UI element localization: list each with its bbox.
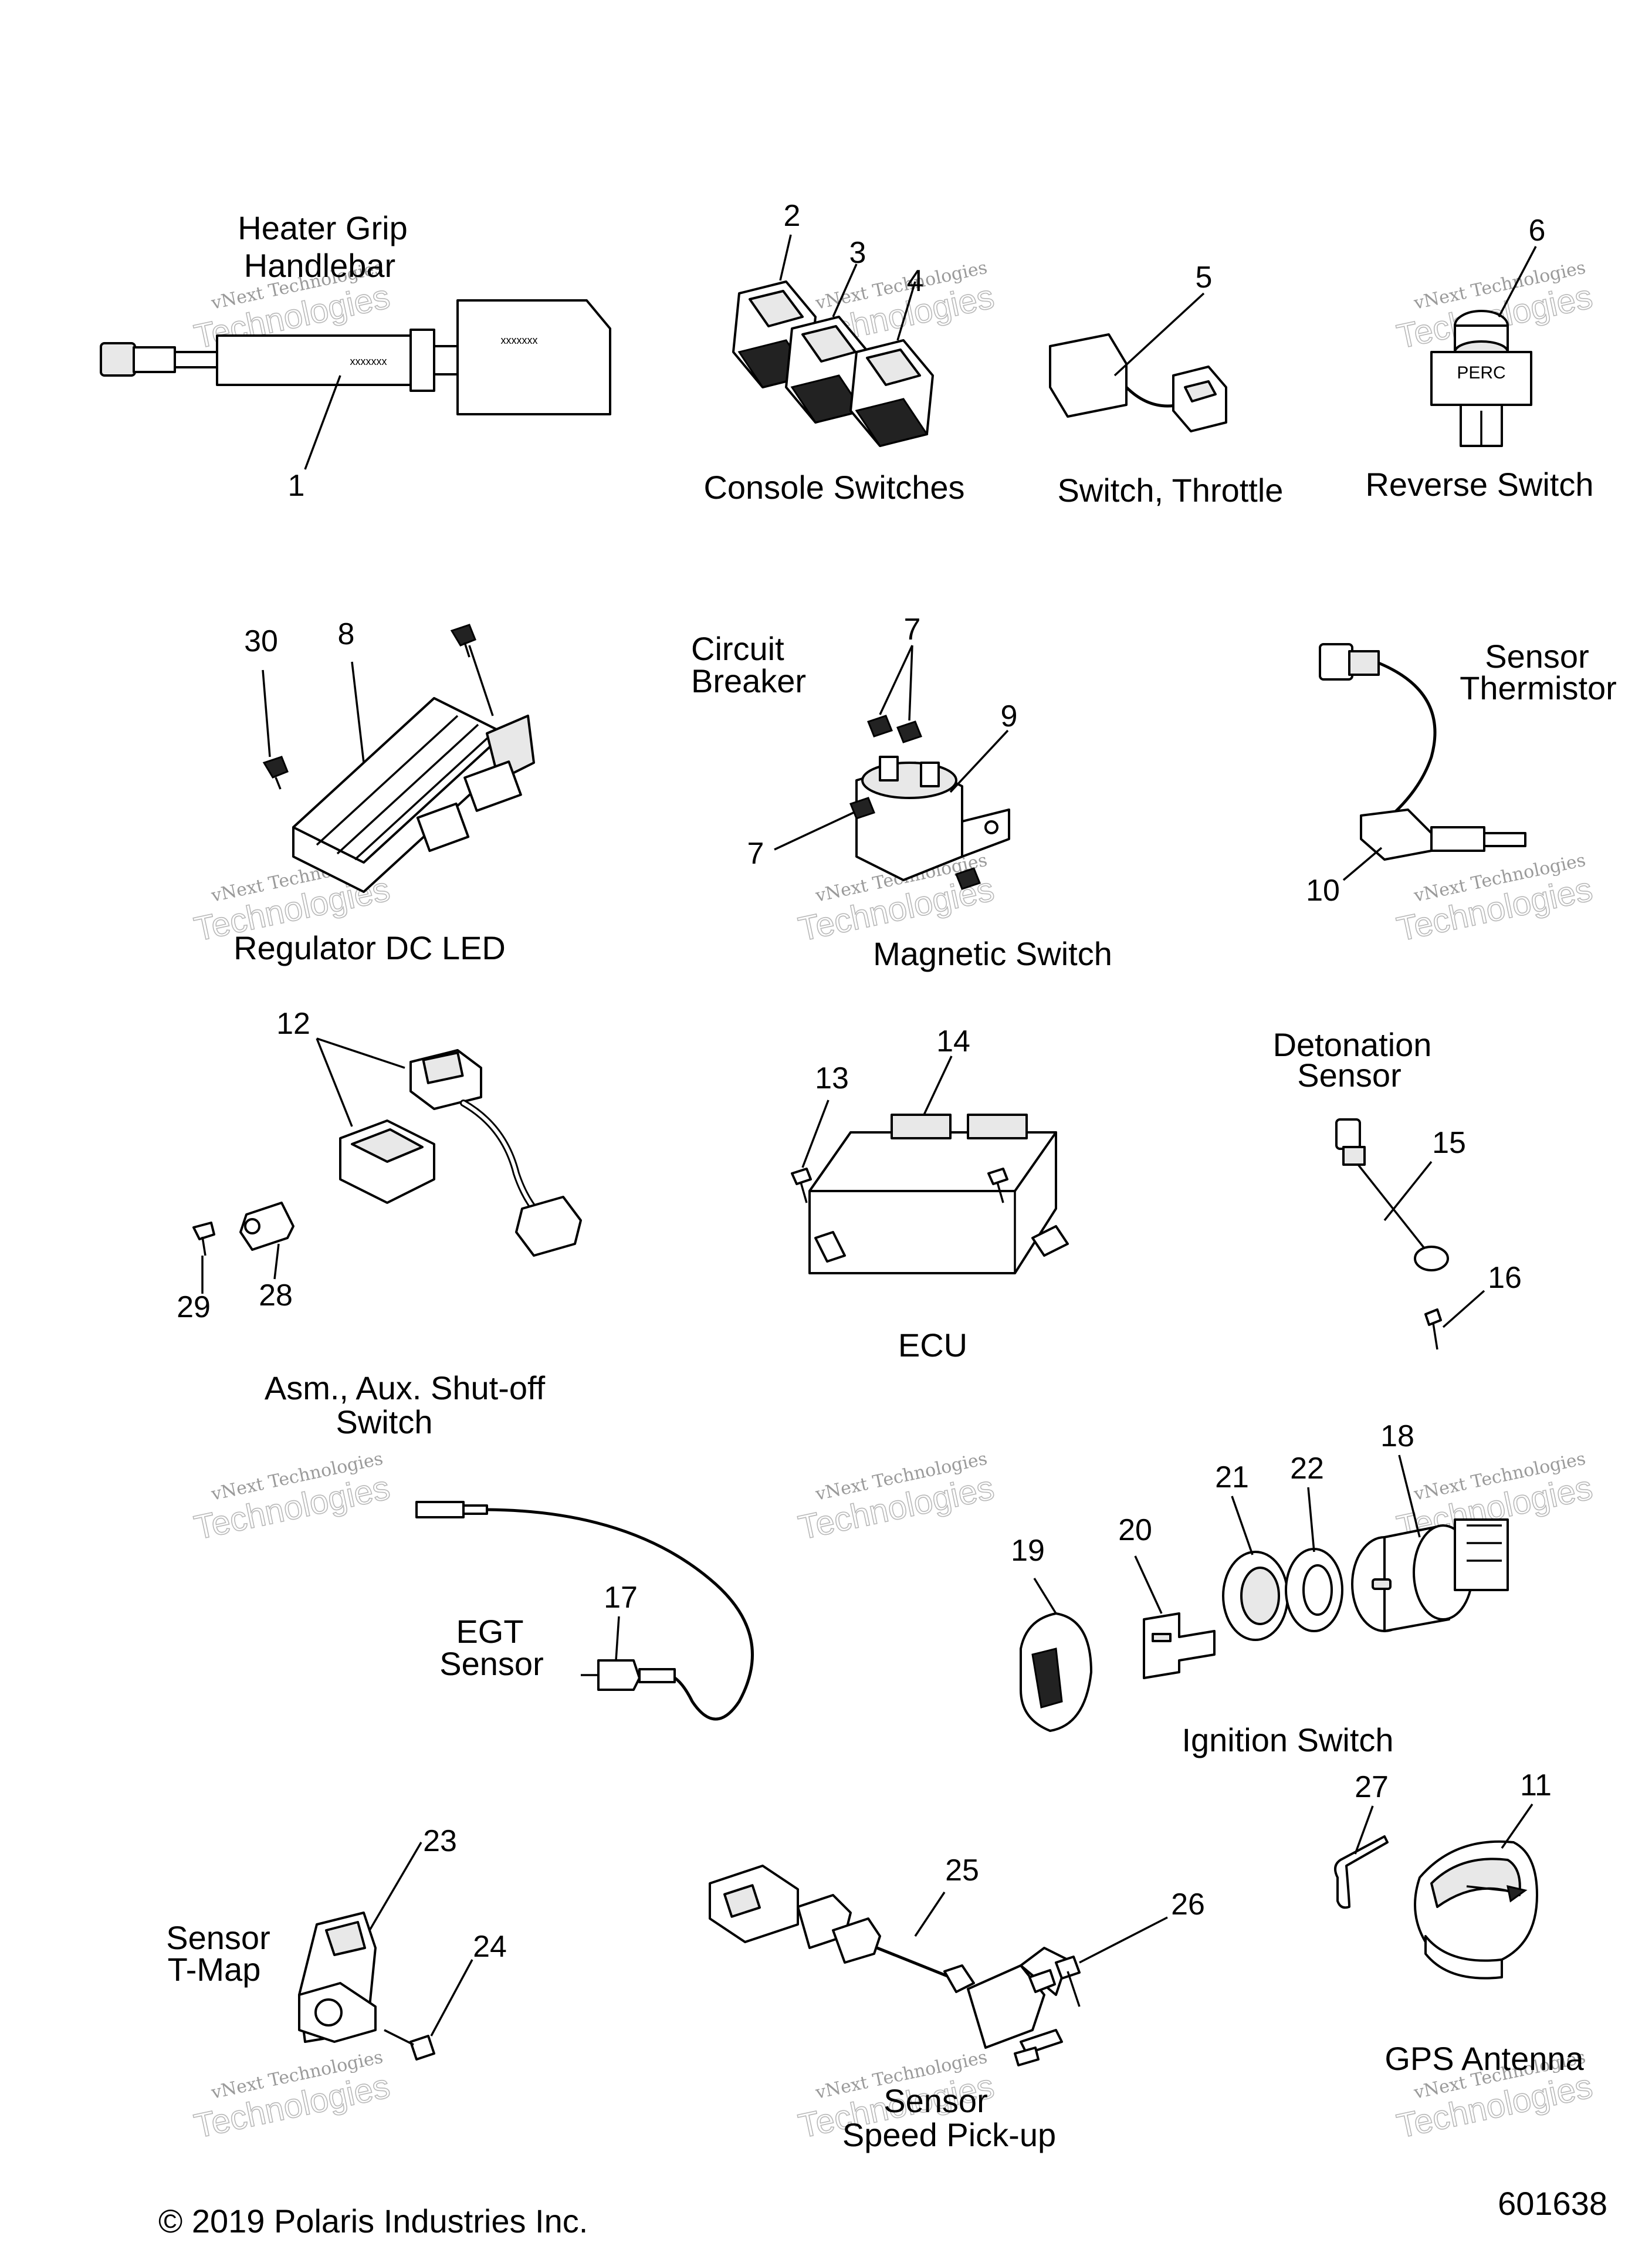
tmap-caption-line2: T-Map [168,1951,261,1988]
reverse-switch-illustration: PERC [1430,310,1532,447]
magnetic-switch-caption: Magnetic Switch [873,935,1112,972]
ignition-group: 19 20 21 22 18 Ignition Switch [1011,1419,1509,1758]
callout-21: 21 [1215,1460,1249,1494]
callout-13: 13 [815,1061,849,1095]
callout-23: 23 [423,1824,457,1858]
callout-4: 4 [907,264,924,298]
magnetic-switch-illustration [849,715,1010,890]
ecu-group: 13 14 ECU [791,1024,1069,1364]
callout-1: 1 [288,469,305,503]
callout-2: 2 [784,199,801,233]
callout-15: 15 [1432,1126,1466,1160]
callout-22: 22 [1290,1452,1324,1486]
egt-caption-line1: EGT [456,1613,523,1650]
callout-5: 5 [1196,261,1213,295]
egt-caption-line2: Sensor [439,1645,543,1682]
callout-11: 11 [1520,1768,1552,1802]
callout-29: 29 [177,1290,211,1324]
reverse-switch-group: PERC 6 Reverse Switch [1365,214,1593,503]
egt-illustration [415,1501,754,1721]
tmap-caption-line1: Sensor [166,1919,270,1956]
console-switches-illustration [732,280,934,447]
aux-shutoff-group: 12 28 29 Asm., Aux. Shut-off Switch [177,1007,582,1440]
callout-27: 27 [1355,1770,1389,1804]
ignition-illustration [1020,1518,1509,1732]
switch-throttle-group: 5 Switch, Throttle [1049,261,1284,509]
thermistor-caption-line1: Sensor [1485,638,1589,675]
callout-30: 30 [244,624,278,658]
callout-24: 24 [473,1930,507,1964]
detonation-group: Detonation Sensor 15 16 [1273,1026,1522,1350]
callout-20: 20 [1118,1513,1152,1547]
gps-caption: GPS Antenna [1384,2040,1584,2077]
detonation-caption-line1: Detonation [1273,1026,1432,1063]
thermistor-caption-line2: Thermistor [1460,669,1617,706]
callout-9: 9 [1001,699,1018,733]
ecu-caption: ECU [898,1327,967,1364]
callout-3: 3 [849,236,866,270]
heater-grip-caption-line2: Handlebar [244,247,395,284]
thermistor-group: Sensor Thermistor 10 [1306,638,1617,908]
circuit-breaker-caption-line2: Breaker [691,662,806,699]
heater-grip-caption-line1: Heater Grip [238,209,407,246]
regulator-group: 30 8 Regulator DC LED [233,617,535,966]
magnetic-switch-group: Circuit Breaker 7 9 7 Magnetic Switch [691,613,1112,972]
detonation-caption-line2: Sensor [1297,1057,1401,1094]
callout-12: 12 [276,1007,310,1041]
regulator-caption: Regulator DC LED [233,929,506,966]
diagram-number: 601638 [1498,2185,1607,2222]
reverse-switch-caption: Reverse Switch [1365,466,1593,503]
heater-grip-group: Heater Grip Handlebar xxxxxxx xxxxxxx 1 [100,209,611,503]
callout-10: 10 [1306,874,1340,908]
egt-group: 17 EGT Sensor [415,1501,754,1721]
heater-grip-code2: xxxxxxx [501,334,538,346]
reverse-switch-label: PERC [1457,363,1505,383]
ignition-caption: Ignition Switch [1182,1721,1393,1758]
callout-16: 16 [1488,1261,1522,1295]
heater-grip-illustration: xxxxxxx xxxxxxx [100,299,611,415]
callout-18: 18 [1380,1419,1414,1453]
callout-17: 17 [604,1581,638,1615]
callout-7-top: 7 [904,613,921,647]
switch-throttle-caption: Switch, Throttle [1058,472,1284,509]
ecu-illustration [791,1114,1069,1274]
copyright-text: © 2019 Polaris Industries Inc. [158,2203,588,2240]
thermistor-illustration [1319,643,1526,861]
callout-7-left: 7 [747,837,764,871]
callout-19: 19 [1011,1534,1045,1568]
circuit-breaker-caption-line1: Circuit [691,630,784,667]
callout-14: 14 [936,1024,970,1058]
callout-6: 6 [1529,214,1546,248]
tmap-illustration [298,1912,435,2061]
switch-throttle-illustration [1049,333,1227,432]
callout-25: 25 [945,1853,979,1887]
speed-pickup-group: 25 26 Sensor Speed Pick-up [709,1853,1205,2153]
aux-shutoff-illustration [192,1049,582,1257]
regulator-illustration [262,624,535,893]
console-switches-caption: Console Switches [703,469,964,506]
callout-8: 8 [338,617,355,651]
tmap-group: Sensor T-Map 23 24 [166,1824,507,2061]
aux-shutoff-caption-line1: Asm., Aux. Shut-off [265,1369,546,1406]
speed-pickup-caption-line1: Sensor [883,2082,987,2119]
callout-26: 26 [1171,1887,1205,1922]
speed-pickup-illustration [709,1865,1081,2066]
gps-illustration [1334,1835,1538,1980]
heater-grip-code: xxxxxxx [350,356,387,367]
detonation-illustration [1335,1118,1449,1350]
gps-group: 27 11 GPS Antenna [1334,1768,1585,2077]
speed-pickup-caption-line2: Speed Pick-up [842,2116,1056,2153]
aux-shutoff-caption-line2: Switch [336,1403,433,1440]
callout-28: 28 [259,1278,293,1312]
console-switches-group: 2 3 4 Console Switches [703,199,964,506]
